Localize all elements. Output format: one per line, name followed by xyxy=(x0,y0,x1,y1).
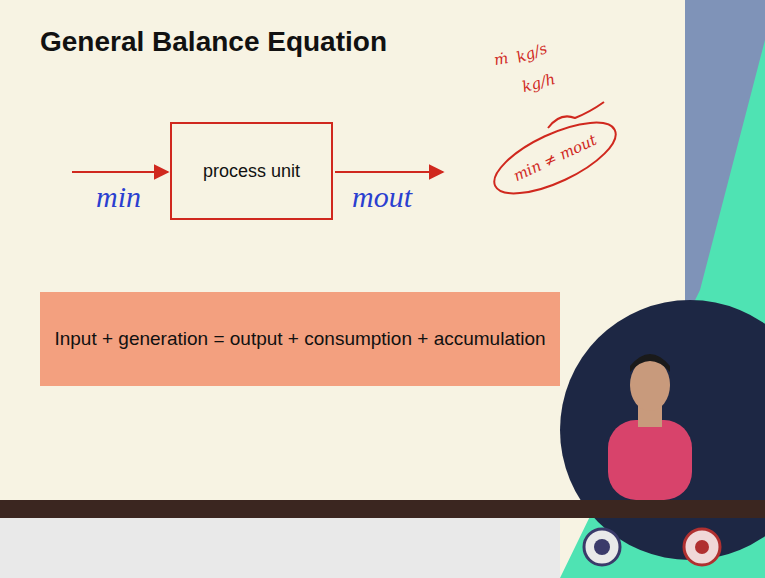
inlet-symbol: min xyxy=(96,180,141,214)
slide-title: General Balance Equation xyxy=(40,26,387,58)
program-logo xyxy=(684,529,720,565)
outlet-symbol: mout xyxy=(352,180,412,214)
handwritten-note: kg/s xyxy=(514,39,550,67)
handwritten-note: ṁ xyxy=(493,49,510,69)
equation-band: Input + generation = output + consumptio… xyxy=(40,292,560,386)
inlet-arrow xyxy=(72,171,168,173)
circle-mark xyxy=(485,108,625,207)
institute-logo xyxy=(584,529,620,565)
presenter-video xyxy=(560,300,765,560)
handwritten-note: min ≠ mout xyxy=(511,131,600,185)
node-text: Input + generation = output + consumptio… xyxy=(54,328,545,350)
brace-mark xyxy=(548,102,604,128)
footer-ground xyxy=(0,518,560,578)
process-box: process unit xyxy=(170,122,333,220)
handwritten-note: kg/h xyxy=(520,70,557,96)
footer-bar xyxy=(0,500,765,518)
outlet-arrow xyxy=(335,171,443,173)
node-text: process unit xyxy=(203,161,300,182)
